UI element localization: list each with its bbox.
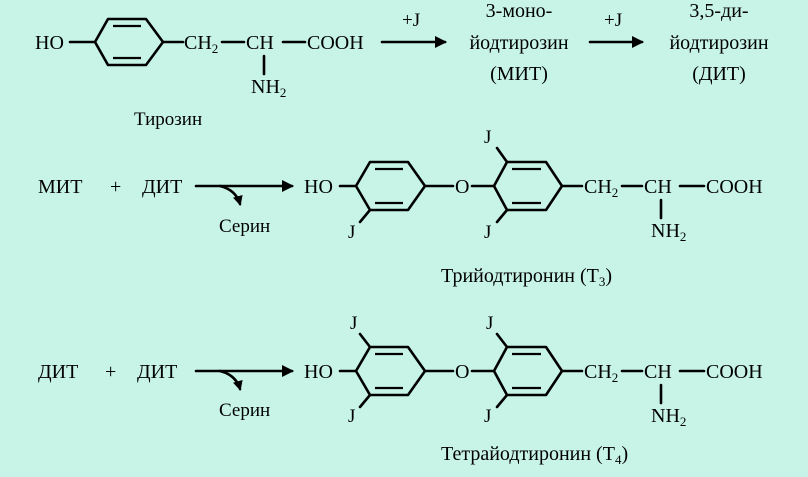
step2-product-line2: йодтирозин: [669, 32, 768, 54]
reaction-t3: МИТ + ДИТ Серин: [38, 176, 294, 237]
t3-name: Трийодтиронин (Т3): [441, 265, 612, 289]
t3-ring-b-iodine-bottom-bond: [495, 208, 509, 224]
t3-ho-label: HO: [304, 176, 333, 198]
reaction-t4: ДИТ + ДИТ Серин: [38, 361, 294, 421]
t4-reactant-right: ДИТ: [137, 361, 177, 383]
t3-reactant-left: МИТ: [38, 176, 82, 198]
t4-iodine-b-bottom: J: [484, 406, 491, 427]
t3-ring-a-iodine-bond: [358, 208, 372, 224]
step1-reaction: +J 3-моно- йодтирозин (МИТ): [380, 0, 569, 85]
step1-product-line2: йодтирозин: [469, 32, 568, 54]
t4-ring-b: [492, 345, 564, 397]
t3-ch-label: CH: [644, 176, 672, 198]
t3-structure: HO J O J J CH2 CH COOH NH2 Трийодтиронин…: [304, 127, 763, 289]
t4-ho-label: HO: [304, 361, 333, 383]
t4-reactant-left: ДИТ: [38, 361, 78, 383]
t4-iodine-a-bottom: J: [348, 406, 355, 427]
step2-reaction: +J 3,5-ди- йодтирозин (ДИТ): [588, 0, 769, 85]
t4-ring-a: [354, 345, 427, 397]
t4-ring-a-iodine-bottom-bond: [358, 393, 372, 409]
t4-cooh-label: COOH: [706, 361, 763, 383]
tyrosine-ch-label: CH: [246, 32, 274, 54]
t3-nh2-label: NH2: [651, 220, 686, 244]
t3-iodine-b-bottom: J: [484, 222, 491, 243]
t3-iodine-a: J: [348, 222, 355, 243]
t3-reactant-right: ДИТ: [142, 176, 182, 198]
t3-cooh-label: COOH: [706, 176, 763, 198]
tyrosine-structure: HO CH2 CH COOH NH2 Тирозин: [35, 17, 364, 130]
t4-byproduct-arrow: [218, 369, 243, 391]
tyrosine-name: Тирозин: [134, 109, 202, 130]
t3-ch2-label: CH2: [584, 176, 618, 200]
t4-oxygen: O: [455, 361, 469, 383]
tyrosine-cooh-label: COOH: [307, 32, 364, 54]
step2-reagent: +J: [604, 10, 622, 31]
t3-byproduct: Серин: [219, 216, 270, 237]
t4-ch2-label: CH2: [584, 361, 618, 385]
t3-ring-a: [354, 160, 427, 212]
t3-oxygen: O: [455, 176, 469, 198]
step1-reagent: +J: [402, 10, 420, 31]
t4-nh2-label: NH2: [651, 405, 686, 429]
t4-byproduct: Серин: [219, 400, 270, 421]
t4-ch-label: CH: [644, 361, 672, 383]
t3-ring-b-iodine-top-bond: [495, 146, 509, 164]
t4-ring-a-iodine-top-bond: [358, 332, 372, 349]
step1-product-abbr: (МИТ): [490, 63, 548, 85]
tyrosine-benzene-ring: [93, 17, 165, 67]
t4-ring-b-iodine-top-bond: [495, 332, 509, 349]
t4-plus-sign: +: [105, 361, 116, 383]
t3-ring-b: [492, 160, 564, 212]
t3-iodine-b-top: J: [484, 127, 491, 148]
step2-product-abbr: (ДИТ): [692, 63, 746, 85]
t4-ring-b-iodine-bottom-bond: [495, 393, 509, 409]
t4-name: Тетрайодтиронин (Т4): [441, 443, 628, 467]
t4-iodine-b-top: J: [486, 313, 493, 334]
t4-structure: HO J J O J J CH2 CH COOH NH2 Тетрайодтир…: [304, 313, 763, 467]
tyrosine-nh2-label: NH2: [251, 76, 286, 100]
t3-byproduct-arrow: [218, 184, 243, 206]
t3-plus-sign: +: [110, 176, 121, 198]
tyrosine-ch2-label: CH2: [184, 32, 218, 56]
tyrosine-ho-label: HO: [35, 32, 64, 54]
step1-product-line1: 3-моно-: [486, 0, 553, 22]
t4-iodine-a-top: J: [350, 313, 357, 334]
step2-product-line1: 3,5-ди-: [689, 0, 748, 22]
